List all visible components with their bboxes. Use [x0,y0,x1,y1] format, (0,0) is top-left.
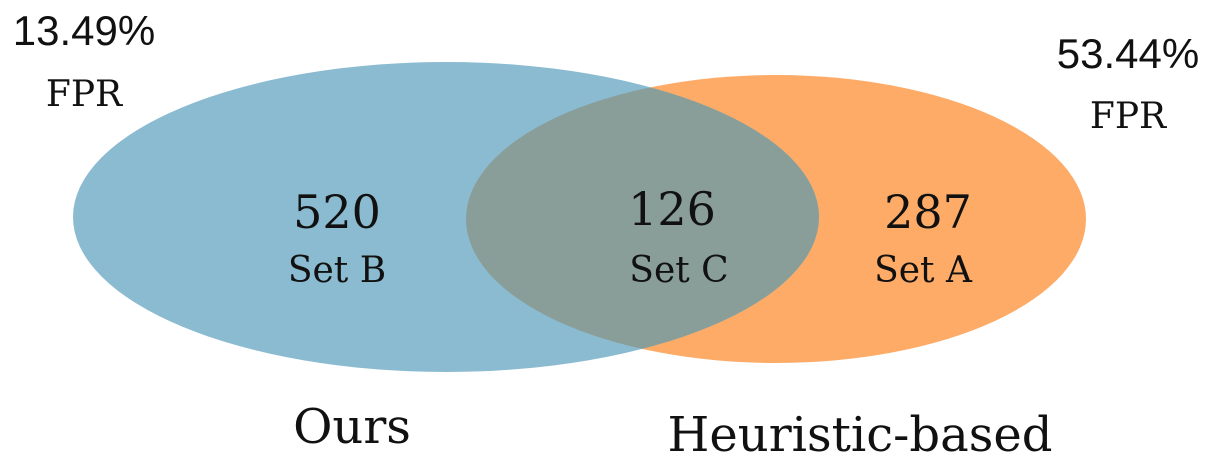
ours-fpr-value: 13.49% [13,7,155,54]
set-a-label: Set A [874,250,973,291]
set-b-count: 520 [293,185,381,239]
set-a-count: 287 [884,185,972,239]
set-c-label: Set C [629,250,728,291]
set-c-count: 126 [628,182,716,236]
intersection-region [466,75,819,363]
ours-name: Ours [293,399,411,455]
heuristic-fpr-label: FPR [1090,96,1167,137]
set-b-label: Set B [288,250,386,291]
heuristic-fpr-value: 53.44% [1057,30,1199,77]
heuristic-name: Heuristic-based [668,407,1053,458]
ours-fpr-label: FPR [46,74,123,115]
